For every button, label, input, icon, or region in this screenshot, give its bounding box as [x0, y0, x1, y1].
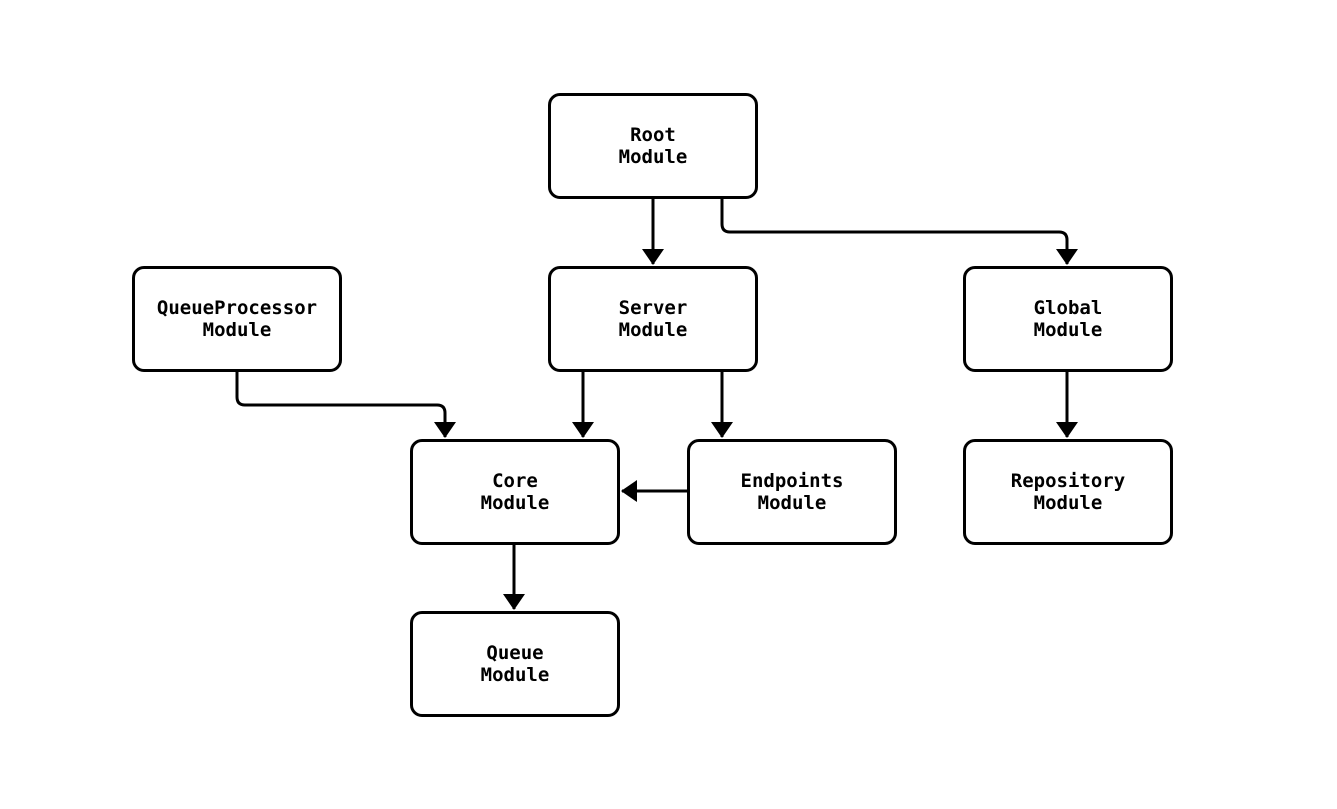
node-queueprocessor-module: QueueProcessor Module: [132, 266, 342, 372]
node-label: Core Module: [480, 470, 550, 514]
node-label: Global Module: [1033, 297, 1103, 341]
node-label: Queue Module: [480, 642, 550, 686]
node-label: Server Module: [618, 297, 688, 341]
node-repository-module: Repository Module: [963, 439, 1173, 545]
node-core-module: Core Module: [410, 439, 620, 545]
node-label: QueueProcessor Module: [156, 297, 318, 341]
node-root-module: Root Module: [548, 93, 758, 199]
node-queue-module: Queue Module: [410, 611, 620, 717]
edge-queueprocessor-core: [235, 371, 456, 438]
node-global-module: Global Module: [963, 266, 1173, 372]
edge-root-global: [720, 198, 1078, 265]
node-server-module: Server Module: [548, 266, 758, 372]
node-label: Repository Module: [1010, 470, 1126, 514]
node-label: Endpoints Module: [740, 470, 844, 514]
node-label: Root Module: [618, 124, 688, 168]
node-endpoints-module: Endpoints Module: [687, 439, 897, 545]
